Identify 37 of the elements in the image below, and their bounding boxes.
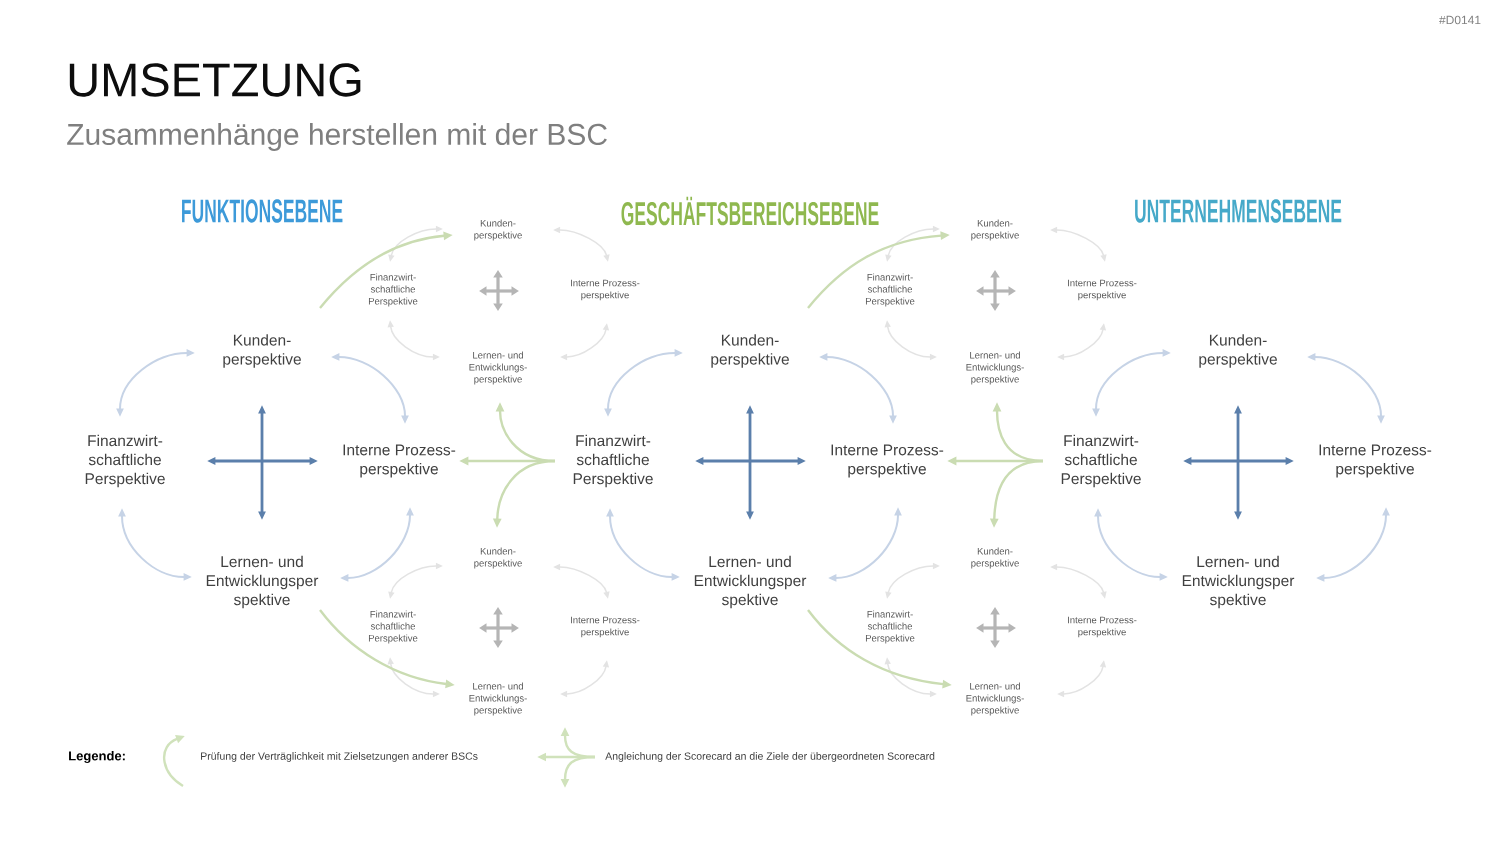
perspective-label: Lernen- und Entwicklungs- perspektive [966, 351, 1024, 385]
perspective-label: Kunden- perspektive [223, 334, 301, 368]
perspective-label: Finanzwirt- schaftliche Perspektive [866, 610, 915, 644]
perspective-label: Kunden- perspektive [711, 334, 789, 368]
perspective-label: Finanzwirt- schaftliche Perspektive [1061, 434, 1141, 488]
perspective-label: Interne Prozess- perspektive [1068, 616, 1137, 638]
perspective-label: Interne Prozess- perspektive [571, 616, 640, 638]
legend-text: Prüfung der Verträglichkeit mit Zielsetzungen anderer BSCs [201, 752, 478, 762]
perspective-label: Interne Prozess- perspektive [1319, 444, 1432, 478]
perspective-label: Lernen- und Entwicklungs- perspektive [469, 351, 527, 385]
perspective-label: Finanzwirt- schaftliche Perspektive [368, 273, 418, 307]
column-heading: FUNKTIONSEBENE [182, 199, 343, 223]
perspective-label: Interne Prozess- perspektive [571, 279, 640, 301]
perspective-label: Kunden- perspektive [971, 219, 1019, 241]
perspective-label: Kunden- perspektive [474, 219, 522, 241]
title: UMSETZUNG [69, 63, 361, 97]
perspective-label: Finanzwirt- schaftliche Perspektive [573, 434, 653, 488]
subtitle: Zusammenhänge herstellen mit der BSC [67, 123, 607, 151]
legend-text: Angleichung der Scorecard an die Ziele der übergeordneten Scorecard [605, 752, 935, 762]
column-heading: UNTERNEHMENSEBENE [1135, 199, 1342, 223]
perspective-label: Lernen- und Entwicklungs- perspektive [469, 682, 527, 716]
legend-heading: Legende: [69, 750, 125, 764]
column-heading: GESCHÄFTSBEREICHSEBENE [621, 196, 879, 226]
perspective-label: Interne Prozess- perspektive [343, 444, 456, 478]
perspective-label: Lernen- und Entwicklungsper spektive [1182, 555, 1295, 609]
perspective-label: Lernen- und Entwicklungsper spektive [694, 555, 807, 609]
slide-code: #D0141 [1439, 15, 1481, 25]
perspective-label: Interne Prozess- perspektive [1068, 279, 1137, 301]
perspective-label: Kunden- perspektive [474, 547, 522, 569]
perspective-label: Finanzwirt- schaftliche Perspektive [866, 273, 915, 307]
perspective-label: Kunden- perspektive [1199, 334, 1277, 368]
perspective-label: Interne Prozess- perspektive [831, 444, 944, 478]
perspective-label: Finanzwirt- schaftliche Perspektive [85, 434, 165, 488]
perspective-label: Kunden- perspektive [971, 547, 1019, 569]
perspective-label: Finanzwirt- schaftliche Perspektive [368, 610, 418, 644]
perspective-label: Lernen- und Entwicklungsper spektive [206, 555, 319, 609]
perspective-label: Lernen- und Entwicklungs- perspektive [966, 682, 1024, 716]
